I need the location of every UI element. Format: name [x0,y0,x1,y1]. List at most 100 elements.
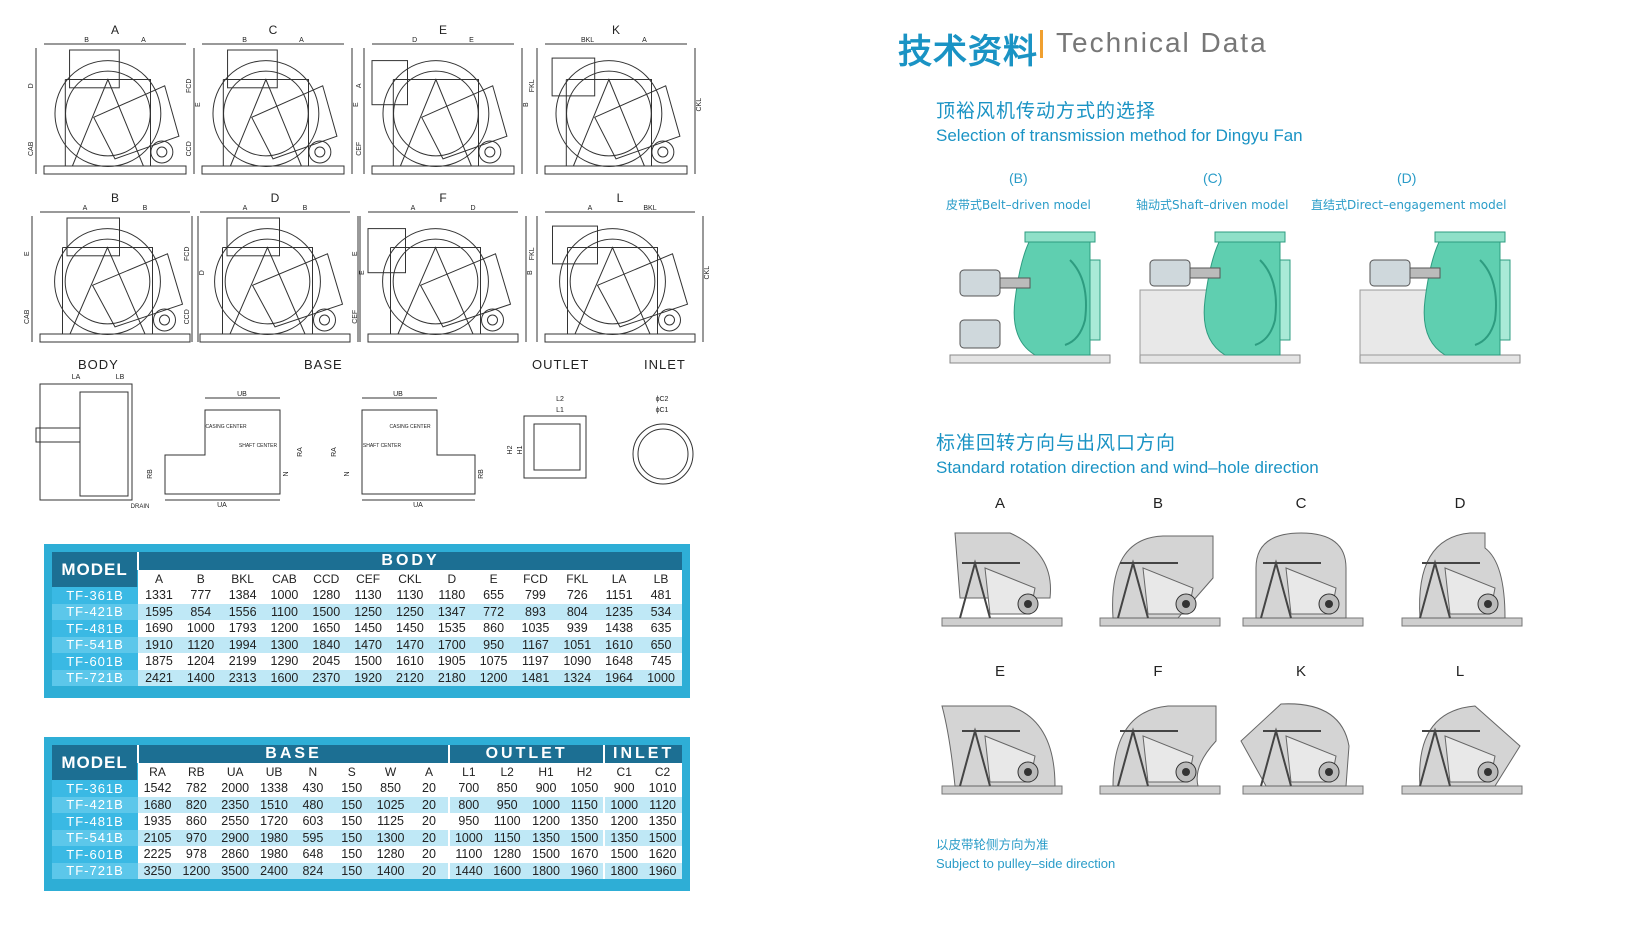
base-frame [1139,354,1301,364]
inlet-ring [1089,259,1101,341]
col-header-ua: UA [215,763,255,780]
value-cell: 1400 [371,862,410,879]
base-rail [39,333,191,343]
value-cell: 1167 [514,636,557,653]
motor-pulley-hub [319,314,330,326]
value-cell: 860 [472,620,515,637]
impeller-circle [54,228,161,335]
dim-label: D [199,270,206,275]
dim-label: B [523,102,530,107]
value-cell: 1535 [430,620,473,637]
belt-guard [594,85,681,160]
value-cell: 534 [640,603,682,620]
value-cell: 2550 [215,813,255,830]
mode-c-label: 轴动式Shaft–driven model [1136,198,1289,212]
note-cn: 以皮带轮侧方向为准 [936,837,1049,852]
value-cell: 480 [293,796,333,813]
motor-body [959,269,1001,297]
frame-box [222,79,309,166]
group-header-base: BASE [137,745,449,763]
rotation-fan-b: B [1099,495,1221,627]
value-cell: 1035 [514,620,557,637]
dim-rb: RB [147,469,154,479]
col-header-n: N [293,763,333,780]
rotation-label-b: B [1153,495,1163,512]
value-cell: 1720 [254,813,294,830]
coupling-shaft [1409,267,1441,279]
outlet-flange [371,60,408,106]
dim-label: BKL [581,37,594,44]
value-cell: 20 [410,862,449,879]
col-header-d: D [430,570,473,587]
inlet-inner [637,428,689,480]
value-cell: 745 [640,653,682,670]
model-cell: TF-541B [52,829,139,846]
impeller-inner [392,238,479,325]
model-cell: TF-541B [52,636,139,653]
col-header-ccd: CCD [305,570,348,587]
base [1401,785,1523,795]
value-cell: 1500 [603,846,644,863]
value-cell: 1650 [305,620,348,637]
motor-pulley-hub [664,314,675,326]
value-cell: 2180 [430,669,473,686]
col-header-bkl: BKL [221,570,264,587]
value-cell: 1235 [598,603,640,620]
value-cell: 1600 [263,669,306,686]
value-cell: 1510 [254,796,294,813]
value-cell: 1300 [371,829,410,846]
value-cell: 1350 [603,829,644,846]
value-cell: 2350 [215,796,255,813]
outlet-inner [533,423,581,471]
value-cell: 1000 [603,796,644,813]
fan-models-illustration [949,231,1521,364]
value-cell: 2120 [389,669,431,686]
dim-label: CEF [352,310,359,324]
value-cell: 1910 [138,636,180,653]
value-cell: 1051 [556,636,599,653]
belt-guard [251,85,338,160]
value-cell: 1331 [138,587,180,604]
value-cell: 799 [514,587,557,604]
value-cell: 1010 [643,780,682,797]
value-cell: 655 [472,587,515,604]
value-cell: 2000 [215,780,255,797]
impeller-circle [559,228,666,335]
inlet-ring [1279,259,1291,341]
impeller-curve [1064,259,1087,346]
value-cell: 2313 [221,669,264,686]
value-cell: 1875 [138,653,180,670]
value-cell: 1840 [305,636,348,653]
mode-b-label: 皮带式Belt–driven model [946,198,1091,212]
belt-driven-model-fan [949,231,1111,364]
dim-label: D [470,205,475,212]
col-header-l1: L1 [447,763,488,780]
rotation-fan-k: K [1240,663,1364,795]
rotation-label-e: E [995,663,1005,680]
motor-pulley-hub [1325,768,1333,776]
motor-pulley-hub [657,146,669,158]
base-rail [201,165,345,175]
model-cell: TF-481B [52,620,139,637]
value-cell: 978 [176,846,216,863]
frame-box [565,79,652,166]
value-cell: 2421 [138,669,180,686]
base [941,617,1063,627]
motor-pulley-hub [1024,600,1032,608]
value-cell: 430 [293,780,333,797]
motor-pulley-hub [156,146,168,158]
value-cell: 150 [332,846,372,863]
value-cell: 1250 [389,603,431,620]
outlet-flange [66,217,120,257]
value-cell: 900 [526,780,566,797]
value-cell: 772 [472,603,515,620]
value-cell: 1964 [598,669,640,686]
impeller-circle [382,228,489,335]
dim-lb: LB [116,374,125,381]
outlet-flange [226,217,280,257]
model-cell: TF-721B [52,862,139,879]
